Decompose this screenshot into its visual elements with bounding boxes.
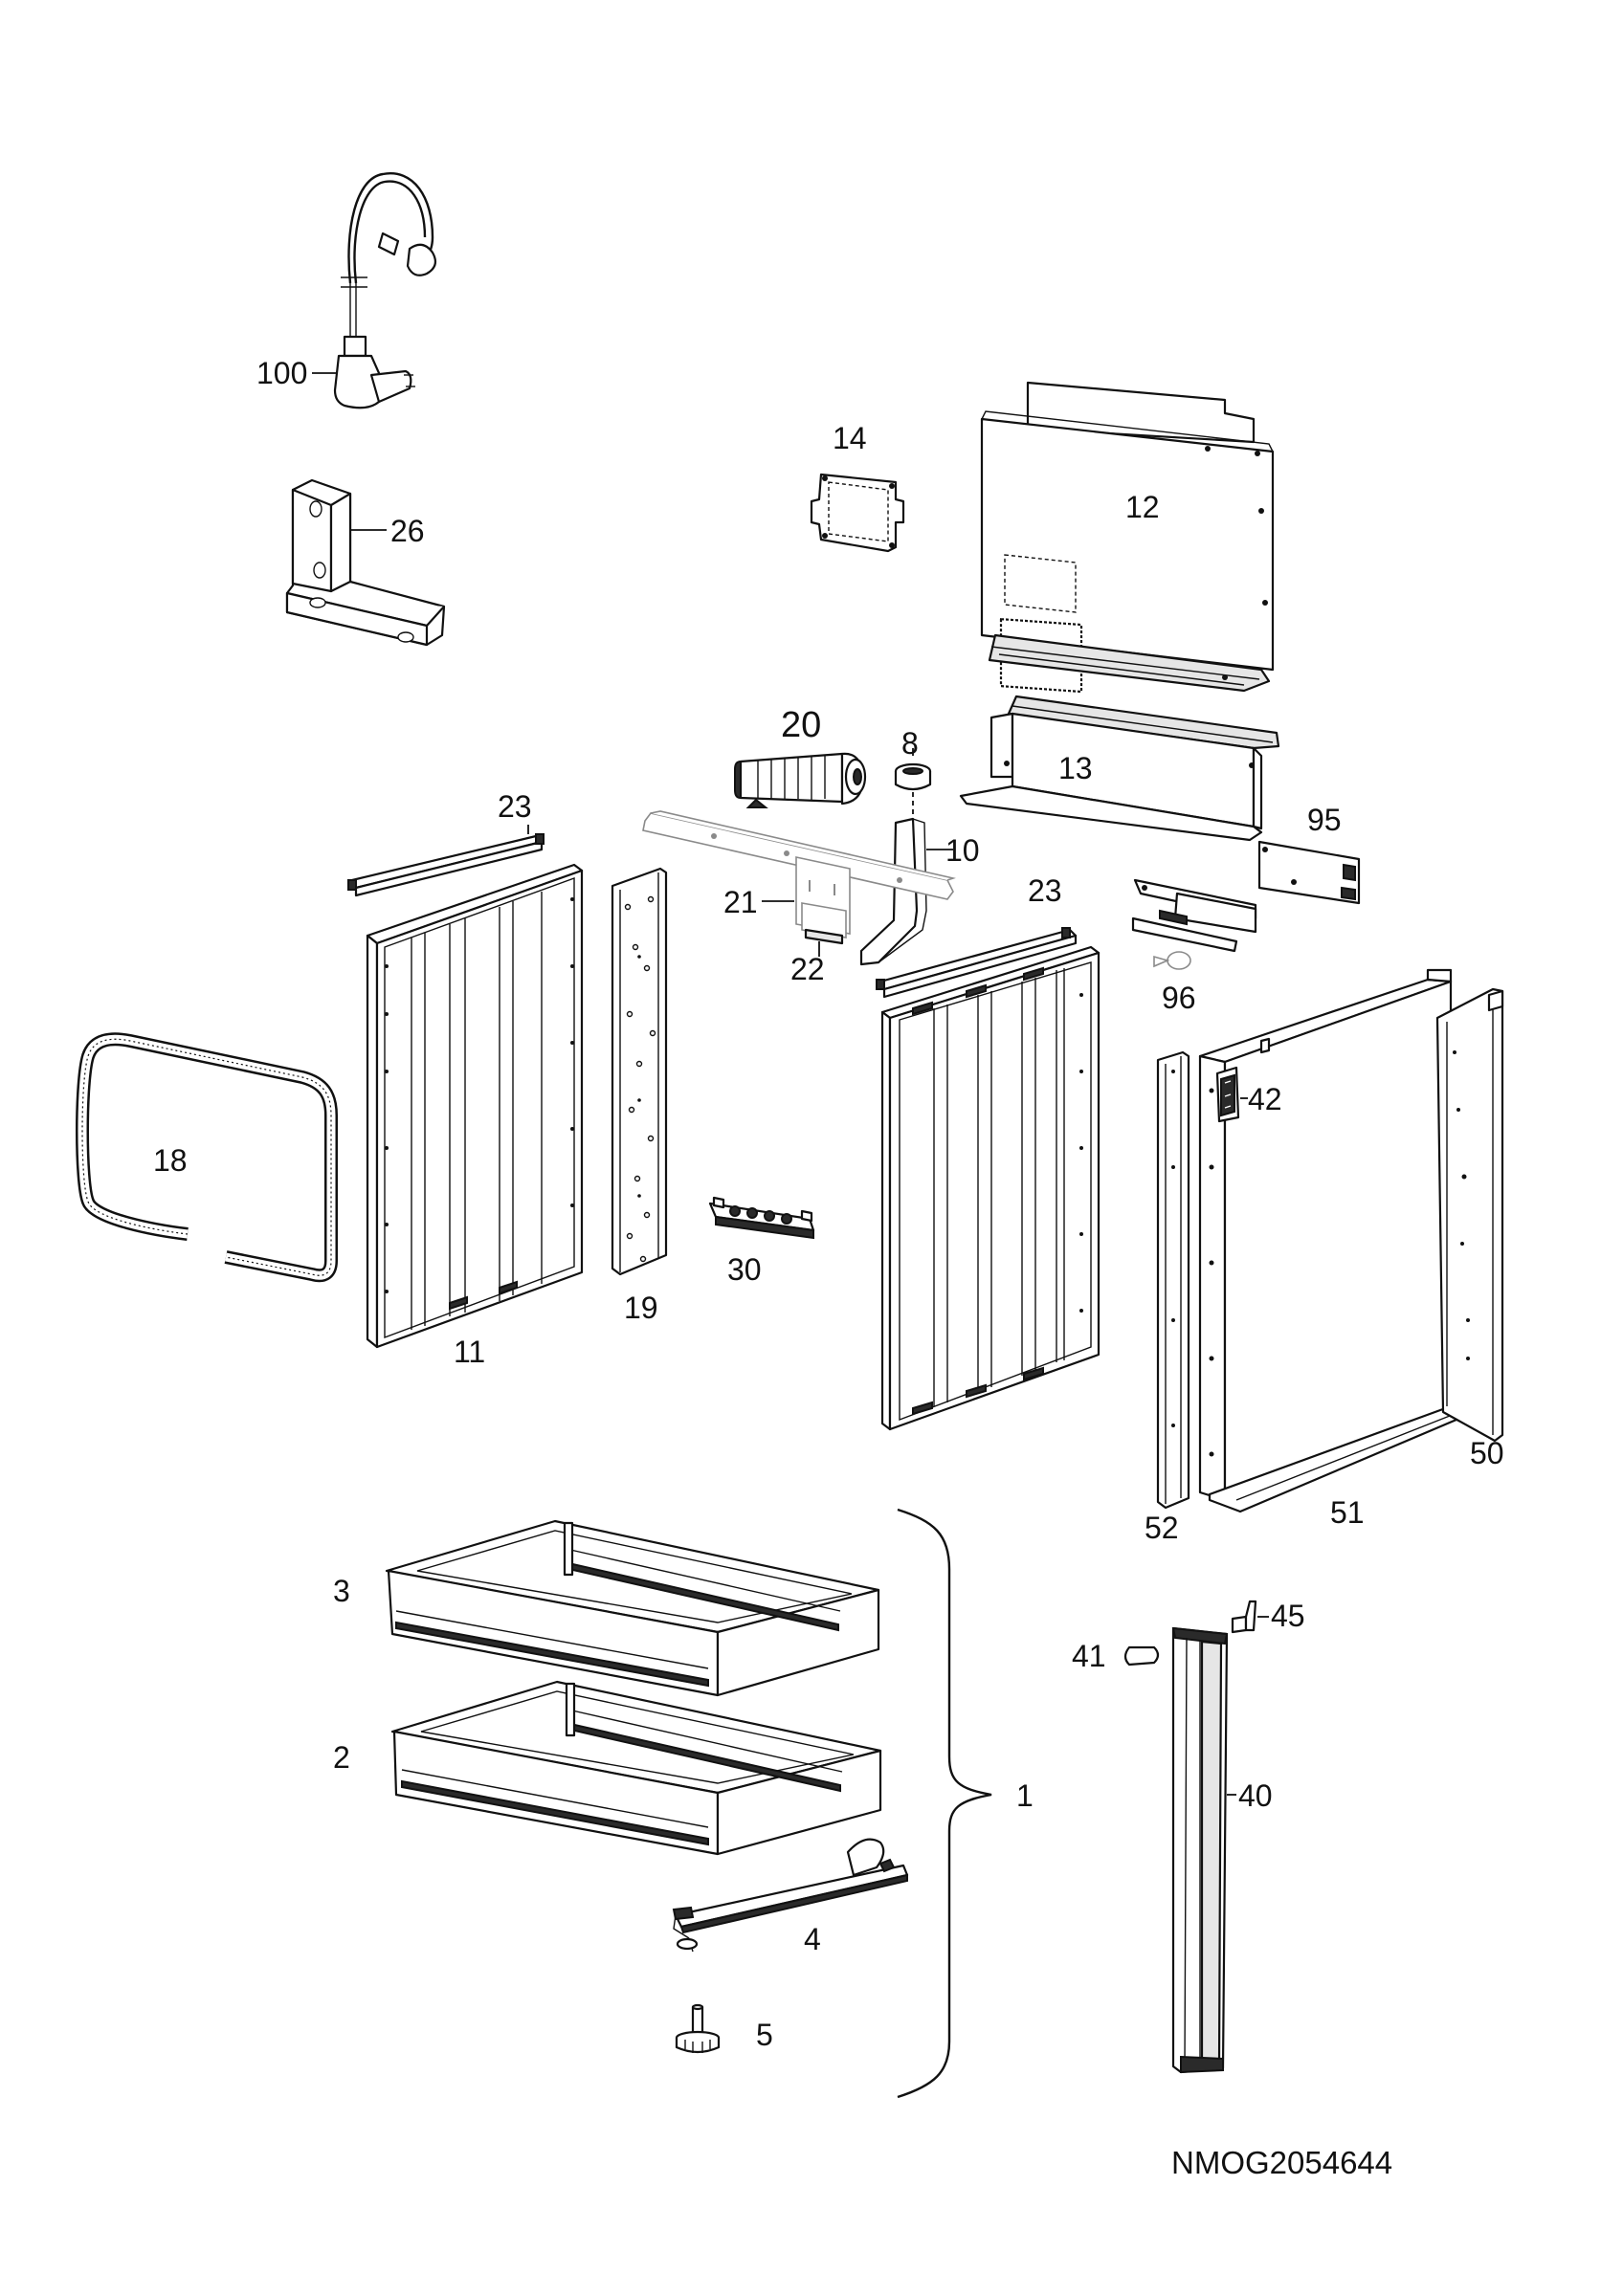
label-part-13: 13 (1058, 751, 1093, 785)
part-8-cap (894, 748, 932, 791)
part-3-upper-drawer (385, 1519, 880, 1697)
part-5-adjustable-foot (675, 2003, 721, 2054)
label-part-45: 45 (1271, 1599, 1305, 1633)
part-23-left-trim (347, 825, 545, 897)
part-100-power-cord (333, 172, 437, 409)
label-part-21: 21 (723, 885, 758, 919)
group-brace-part-1 (897, 1508, 992, 2099)
label-part-2: 2 (333, 1740, 350, 1775)
part-41-end-cap (1123, 1645, 1160, 1667)
part-20-fan-motor (734, 752, 867, 808)
label-part-50: 50 (1470, 1436, 1504, 1470)
part-21-22-bracket (795, 856, 851, 945)
part-14-cover-plate (810, 473, 905, 553)
part-13-bottom-rear-plate (959, 695, 1280, 842)
label-part-12: 12 (1125, 490, 1160, 524)
part-18-door-seal (76, 1032, 338, 1283)
part-30-terminal-block (708, 1196, 815, 1240)
right-side-panel (880, 945, 1101, 1431)
label-part-8: 8 (901, 726, 919, 761)
part-40-handle-profile (1171, 1626, 1236, 2074)
part-10-duct (859, 817, 953, 966)
part-11-left-side-panel (366, 863, 584, 1349)
label-part-96: 96 (1162, 981, 1196, 1015)
part-52-side-profile (1156, 1050, 1190, 1510)
part-19-front-profile (611, 867, 668, 1276)
label-part-42: 42 (1248, 1082, 1282, 1116)
part-95-control-board (1257, 840, 1361, 905)
label-part-26: 26 (390, 514, 425, 548)
label-part-95: 95 (1307, 803, 1342, 837)
label-part-51: 51 (1330, 1495, 1365, 1530)
part-50-side-rail (1435, 987, 1504, 1443)
label-part-23-right: 23 (1028, 873, 1062, 908)
label-part-20: 20 (781, 705, 821, 745)
label-part-14: 14 (833, 421, 867, 455)
label-part-1: 1 (1016, 1778, 1034, 1813)
label-part-30: 30 (727, 1252, 762, 1287)
label-part-10: 10 (945, 833, 980, 868)
label-part-41: 41 (1072, 1639, 1106, 1673)
label-part-18: 18 (153, 1143, 188, 1178)
part-2-lower-drawer (390, 1680, 882, 1856)
label-part-4: 4 (804, 1922, 821, 1956)
label-part-3: 3 (333, 1574, 350, 1608)
part-45-small-bracket (1231, 1600, 1269, 1634)
part-26-angle-bracket (285, 478, 446, 647)
drawing-code: NMOG2054644 (1171, 2145, 1392, 2180)
label-part-40: 40 (1238, 1778, 1273, 1813)
label-part-23-left: 23 (498, 789, 532, 824)
part-96-lamp (1153, 951, 1191, 970)
label-part-19: 19 (624, 1291, 658, 1325)
top-crossbar (642, 810, 956, 900)
label-part-52: 52 (1145, 1511, 1179, 1545)
part-12-rear-panel (980, 381, 1275, 694)
part-4-guide-rail (672, 1838, 909, 1953)
part-42-hinge (1215, 1066, 1240, 1123)
label-part-11: 11 (454, 1335, 485, 1369)
label-part-5: 5 (756, 2018, 773, 2052)
label-part-100: 100 (256, 356, 307, 390)
label-part-22: 22 (790, 952, 825, 986)
control-bracket (1131, 878, 1257, 953)
part-23-right-trim (876, 927, 1078, 999)
part-51-outer-casing (1198, 968, 1476, 1513)
